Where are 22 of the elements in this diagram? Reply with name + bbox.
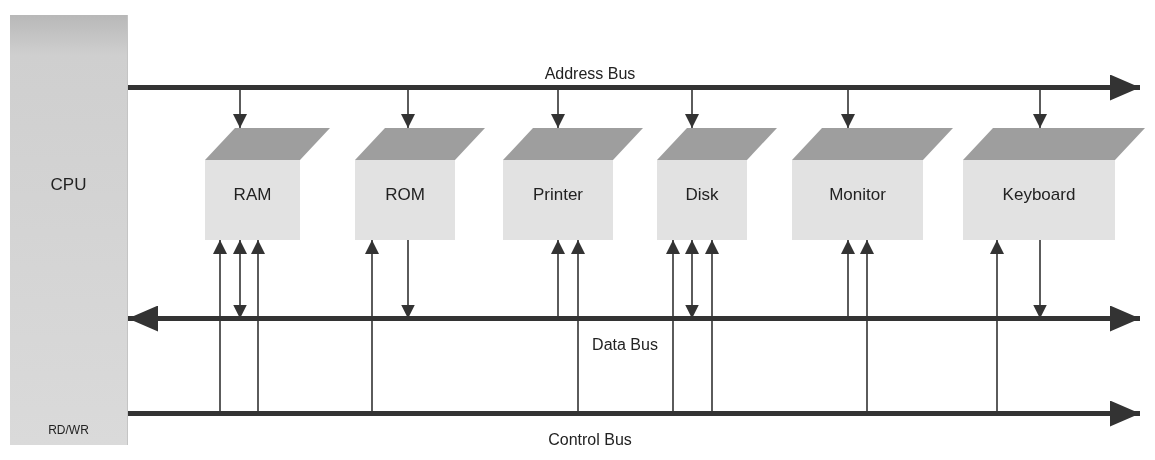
- device-label: RAM: [232, 184, 273, 206]
- cpu-label: CPU: [49, 175, 88, 195]
- arrow: [1105, 305, 1140, 332]
- device-label: Monitor: [828, 184, 887, 206]
- device-block: [792, 128, 953, 240]
- device-block: [657, 128, 777, 240]
- bus-label: Address Bus: [544, 65, 636, 83]
- cpu-block: [10, 15, 128, 445]
- arrow: [1105, 74, 1140, 101]
- bus-label: Data Bus: [592, 336, 658, 354]
- device-block: [503, 128, 643, 240]
- device-block: [963, 128, 1145, 240]
- signal-label: RD/WR: [47, 423, 90, 437]
- arrow: [1105, 400, 1140, 427]
- device-block: [205, 128, 330, 240]
- device-label: ROM: [384, 184, 426, 206]
- device-label: Keyboard: [1001, 184, 1077, 206]
- device-label: Printer: [531, 184, 585, 206]
- device-label: Disk: [684, 184, 720, 206]
- bus-label: Control Bus: [548, 431, 632, 449]
- device-block: [355, 128, 485, 240]
- arrow: [128, 305, 160, 332]
